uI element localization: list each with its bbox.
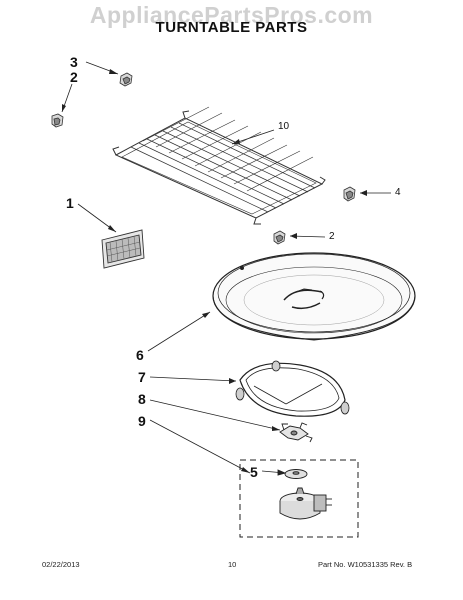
washer-part-5 (261, 469, 308, 479)
callout-2-mid: 2 (329, 231, 335, 242)
callout-8: 8 (138, 391, 146, 407)
callout-4: 4 (395, 187, 401, 198)
callout-7: 7 (138, 369, 146, 385)
coupler-part-8 (279, 422, 313, 443)
leader-6 (147, 311, 211, 352)
footer-page-number: 10 (228, 560, 237, 569)
watermark: AppliancePartsPros.com (89, 2, 374, 28)
callout-3: 3 (70, 54, 78, 70)
clip-part-2-top (51, 113, 64, 128)
callout-6: 6 (136, 347, 144, 363)
turntable-motor (279, 487, 332, 520)
callout-5: 5 (250, 464, 258, 480)
leader-arrowheads (62, 69, 367, 473)
glass-turntable-part-6 (212, 252, 416, 341)
clip-part-3 (119, 72, 133, 87)
roller-ring-part-7 (235, 360, 350, 417)
callout-1: 1 (66, 195, 74, 211)
footer-date: 02/22/2013 (42, 560, 80, 569)
motor-assembly-box (239, 459, 359, 538)
cover-part-1 (101, 229, 145, 269)
leader-8 (149, 399, 281, 431)
callout-10: 10 (278, 121, 290, 132)
clip-part-2-mid (273, 230, 286, 245)
callout-9: 9 (138, 413, 146, 429)
clip-part-4 (343, 186, 356, 202)
oven-rack-part-10 (112, 106, 326, 225)
callout-2-top: 2 (70, 69, 78, 85)
diagram-title: TURNTABLE PARTS (155, 19, 308, 36)
footer-part-number: Part No. W10531335 Rev. B (318, 560, 413, 569)
leader-7 (149, 376, 237, 382)
leader-9 (149, 419, 251, 474)
